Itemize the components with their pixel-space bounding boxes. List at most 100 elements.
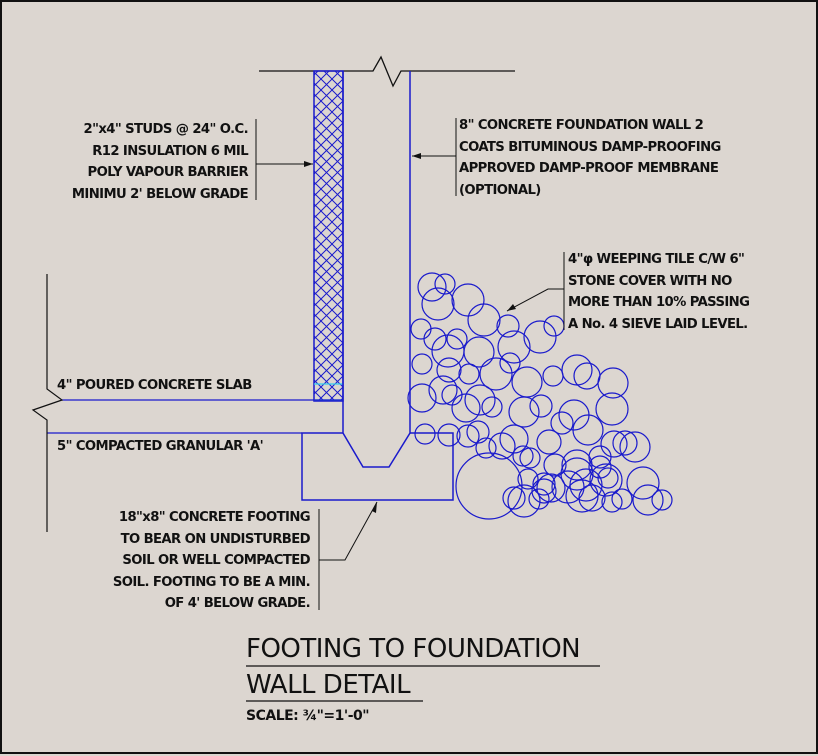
stone-circle [569,468,603,502]
stone-circle [573,362,601,390]
stone-circle [441,384,463,406]
stone-circle [414,423,436,445]
stone-circle [507,484,541,518]
stone-circle [536,473,566,503]
note-line: 8" CONCRETE FOUNDATION WALL 2 [459,118,704,133]
stone-circle [611,488,633,510]
stone-circle [428,375,458,405]
arrowhead-icon [372,502,377,513]
stone-circle [499,352,521,374]
stone-circle [496,314,520,338]
arrowhead-icon [507,304,516,311]
stone-circle [488,432,516,460]
note-line: SOIL OR WELL COMPACTED [122,553,310,568]
stone-circle [528,488,550,510]
note-line: APPROVED DAMP-PROOF MEMBRANE [459,161,719,176]
stone-circle [446,328,468,350]
slab-break-line [31,274,64,532]
note-slab: 4" POURED CONCRETE SLAB [57,378,252,393]
stone-circle [601,491,623,513]
arrowhead-icon [304,161,313,167]
stone-circle [455,452,523,520]
stone-circle [597,367,629,399]
note-line: 2"x4" STUDS @ 24" O.C. [83,122,249,137]
drawing-title-line2: WALL DETAIL [246,670,411,700]
stone-circle [565,479,599,513]
stone-circle [497,330,531,364]
drawing-scale: SCALE: ¾"=1'-0" [246,708,370,724]
stone-circle [475,437,497,459]
stone-circle [502,486,526,510]
stone-circle [464,384,496,416]
stone-circle [434,273,456,295]
note-weeping-tile: 4"φ WEEPING TILE C/W 6" STONE COVER WITH… [568,249,750,335]
stone-circle [595,392,629,426]
stone-circle [411,353,433,375]
grade-line [259,55,515,88]
foundation-wall-outline [342,71,411,468]
stone-circle [626,466,660,500]
stone-circle [519,447,541,469]
note-line: MORE THAN 10% PASSING [568,295,750,310]
stone-circle [436,357,462,383]
insulation-hatch [313,70,344,402]
stone-circle [572,414,604,446]
stone-circle [467,303,501,337]
note-line: A No. 4 SIEVE LAID LEVEL. [568,316,748,332]
stone-circle [512,445,534,467]
stone-cover [407,272,673,520]
stone-circle [612,430,638,456]
stone-circle [437,423,461,447]
note-footing: 18"x8" CONCRETE FOOTING TO BEAR ON UNDIS… [112,507,311,615]
stone-circle [561,354,593,386]
stone-circle [451,283,485,317]
stone-circle [589,463,623,497]
note-line: SOIL. FOOTING TO BE A MIN. [112,574,311,590]
stone-circle [523,320,557,354]
stone-circle [410,318,432,340]
note-line: POLY VAPOUR BARRIER [87,165,249,180]
stone-circle [479,357,513,391]
stone-circle [458,363,480,385]
note-line: R12 INSULATION 6 MIL [92,143,248,159]
stone-circle [597,467,619,489]
stone-circle [543,315,565,337]
stone-circle [651,489,673,511]
stone-circle [578,484,606,512]
stone-circle [543,453,567,477]
stone-circle [463,336,495,368]
note-line: (OPTIONAL) [459,182,541,198]
note-line: OF 4' BELOW GRADE. [164,596,311,611]
drawing-title-line1: FOOTING TO FOUNDATION [246,634,581,664]
stone-circle [508,396,540,428]
footing-outline [301,432,454,501]
note-line: MINIMU 2' BELOW GRADE [71,186,249,202]
stone-circle [431,334,465,368]
arrowhead-icon [412,153,421,159]
stone-circle [600,430,628,458]
leader-weeping [506,288,564,312]
stone-circle [532,472,556,496]
note-granular: 5" COMPACTED GRANULAR 'A' [57,439,264,454]
note-line: STONE COVER WITH NO [568,273,732,289]
stone-circle [542,365,564,387]
stone-circle [531,478,557,504]
stone-circle [451,393,481,423]
stone-circle [517,468,539,490]
stone-circle [511,366,543,398]
note-studs: 2"x4" STUDS @ 24" O.C. R12 INSULATION 6 … [71,119,249,205]
stone-circle [550,411,574,435]
stone-circle [481,396,503,418]
note-line: 18"x8" CONCRETE FOOTING [118,510,311,525]
leader-footing [319,501,378,561]
stone-circle [421,287,455,321]
note-line: 4"φ WEEPING TILE C/W 6" [568,252,745,267]
stone-circle [417,272,447,302]
stone-circle [619,431,651,463]
stone-circle [407,383,437,413]
stone-circle [632,484,664,516]
note-line: COATS BITUMINOUS DAMP-PROOFING [459,139,721,155]
stone-circle [529,394,553,418]
